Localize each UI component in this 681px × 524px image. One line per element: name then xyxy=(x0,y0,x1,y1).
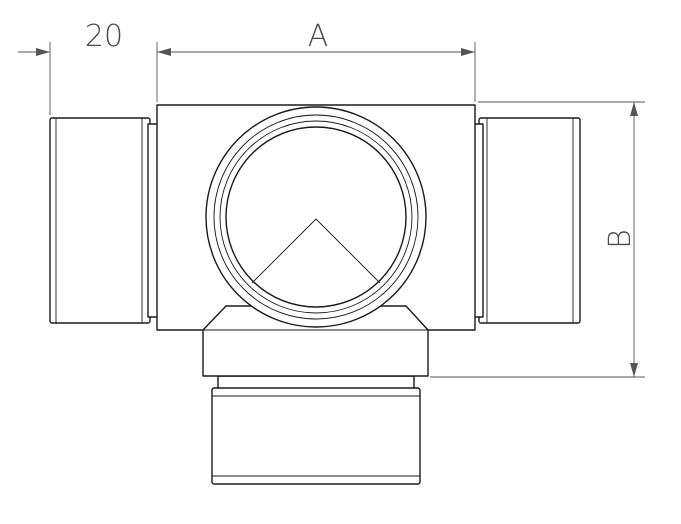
dimension-label-b: B xyxy=(603,229,638,249)
left-flange xyxy=(49,117,159,324)
dimension-a: A xyxy=(157,19,476,102)
bottom-flange xyxy=(211,375,421,485)
dimension-label-20: 20 xyxy=(85,19,123,54)
dimension-20: 20 xyxy=(18,19,175,115)
right-flange xyxy=(472,117,581,324)
dimension-label-a: A xyxy=(308,19,329,54)
dimension-b: B xyxy=(430,101,645,378)
center-socket xyxy=(205,106,427,328)
